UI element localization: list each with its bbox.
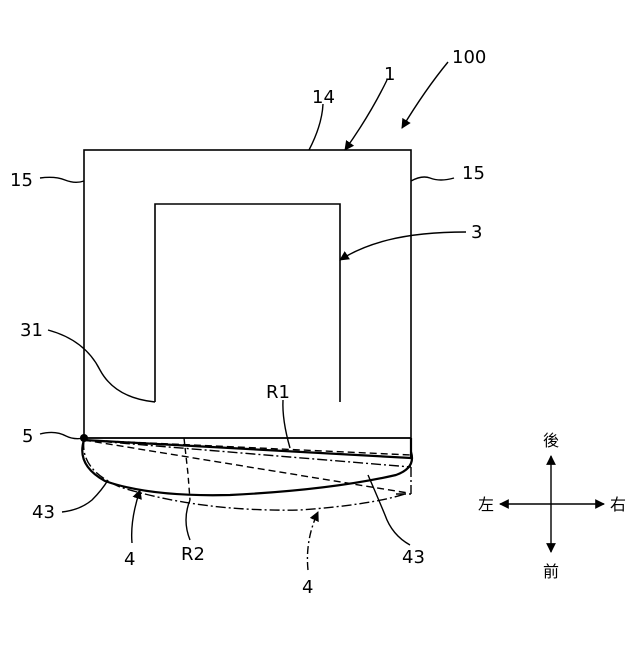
leader-15-right: [411, 177, 454, 181]
compass-label-right: 右: [610, 495, 626, 514]
label-43-right: 43: [402, 547, 425, 568]
leader-r1: [283, 400, 290, 448]
label-5: 5: [22, 426, 33, 447]
label-15-right: 15: [462, 163, 485, 184]
leader-43-right: [368, 475, 410, 545]
leader-4-right: [307, 512, 318, 570]
leader-100: [402, 62, 448, 128]
leader-31: [48, 330, 155, 402]
label-3: 3: [471, 222, 482, 243]
label-31: 31: [20, 320, 43, 341]
label-15-left: 15: [10, 170, 33, 191]
compass-label-back: 後: [543, 431, 559, 450]
leader-r2-dashed: [184, 438, 190, 500]
body-outline: [84, 150, 411, 438]
label-4-right: 4: [302, 577, 313, 598]
label-4-left: 4: [124, 549, 135, 570]
leader-1: [345, 80, 387, 150]
label-r2: R2: [181, 544, 205, 565]
leader-15-left: [40, 177, 84, 182]
leader-3: [340, 232, 466, 260]
label-100: 100: [452, 47, 486, 68]
u-slot: [155, 204, 340, 402]
label-1: 1: [384, 64, 395, 85]
compass-label-front: 前: [543, 562, 559, 581]
direction-compass: 後 前 左 右: [478, 431, 626, 581]
label-14: 14: [312, 87, 335, 108]
label-43-left: 43: [32, 502, 55, 523]
flap-dashdot-top-edge: [84, 440, 411, 467]
leader-14: [309, 104, 323, 150]
leader-43-left: [62, 480, 108, 512]
compass-label-left: 左: [478, 495, 494, 514]
flap-dashdot-outline: [84, 440, 405, 510]
leader-r2: [186, 500, 190, 540]
leader-4-left: [132, 490, 140, 543]
label-r1: R1: [266, 382, 290, 403]
leader-5: [40, 432, 84, 438]
